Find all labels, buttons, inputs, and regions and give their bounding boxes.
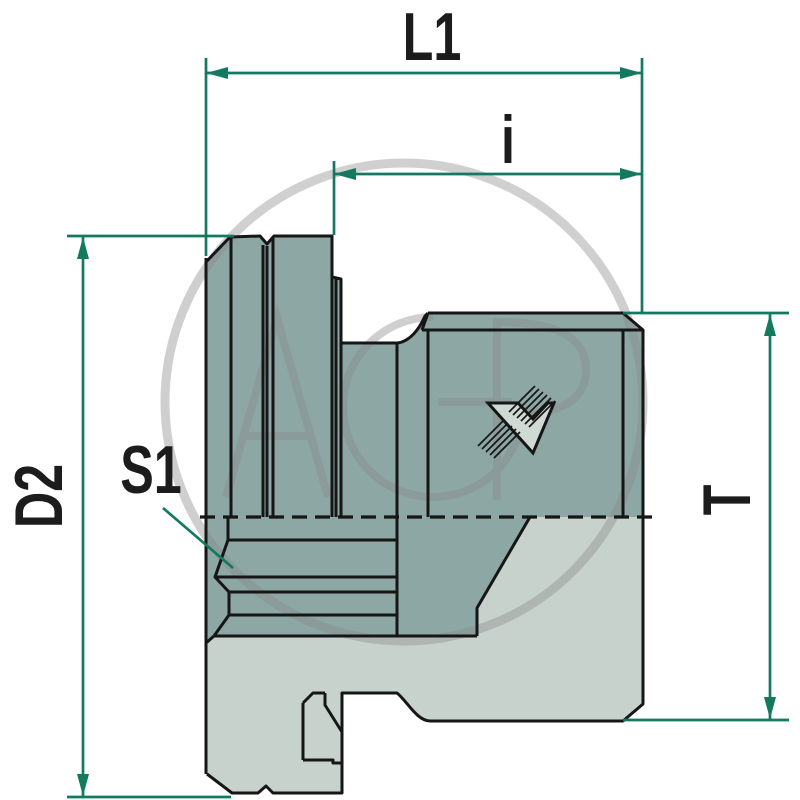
- dimension-label-t: T: [689, 484, 765, 516]
- port-pocket-outline: [301, 691, 344, 765]
- dimension-label-l1: L1: [402, 0, 462, 75]
- head-outline: [206, 311, 645, 795]
- s1-leader-line: [162, 506, 234, 570]
- dimension-label-i: i: [501, 102, 515, 178]
- d2-arrow-top: [77, 237, 89, 259]
- brand-logo: [477, 385, 557, 459]
- dimension-arrowheads: [77, 67, 776, 796]
- seat-cone-edge: [475, 516, 532, 636]
- dimension-label-d2: D2: [1, 463, 77, 529]
- section-boundary-diagonal: [205, 634, 215, 645]
- dimension-label-s1: S1: [120, 432, 182, 508]
- neck-fillet-curve: [396, 311, 430, 345]
- l1-arrow-left: [206, 67, 228, 79]
- watermark-letters: [222, 303, 591, 501]
- fitting-lower-section-fill: [206, 517, 643, 793]
- dimension-system: [67, 58, 789, 799]
- watermark-graphic: [160, 158, 648, 646]
- brand-logo-hatching: [477, 385, 556, 459]
- thread-step-edge: [331, 275, 343, 517]
- i-arrow-left: [334, 168, 356, 180]
- section-hex-zigzag-edge: [212, 517, 231, 637]
- watermark-letter-a: [222, 303, 332, 499]
- head-left-chamfer: [420, 312, 430, 331]
- t-arrow-bottom: [764, 697, 776, 719]
- d2-arrow-bottom: [77, 774, 89, 796]
- l1-arrow-right: [620, 67, 642, 79]
- fitting-edges: [204, 234, 645, 795]
- t-arrow-top: [764, 314, 776, 336]
- i-arrow-right: [620, 168, 642, 180]
